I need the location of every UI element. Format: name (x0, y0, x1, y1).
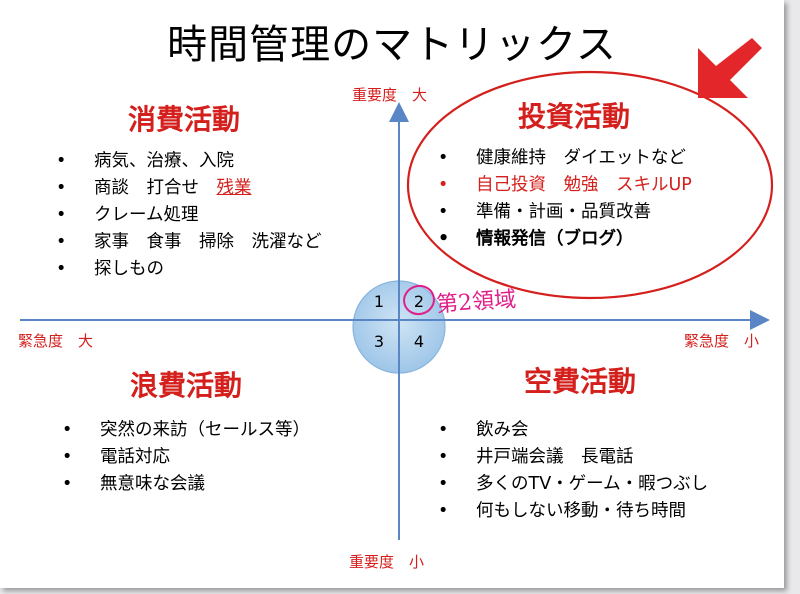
page-title: 時間管理のマトリックス (167, 22, 617, 68)
consumption-list: 病気、治療、入院 商談 打合せ 残業 クレーム処理 家事 食事 掃除 洗濯など … (56, 148, 322, 283)
importance-high-label: 重要度 大 (352, 86, 428, 104)
list-item: 準備・計画・品質改善 (438, 199, 692, 226)
list-item: 自己投資 勉強 スキルUP (438, 172, 692, 199)
quadrant-number-4: 4 (413, 332, 425, 351)
quadrant-number-1: 1 (373, 292, 385, 311)
quadrant-number-2: 2 (413, 292, 425, 311)
empty-title: 空費活動 (524, 365, 637, 398)
importance-low-label: 重要度 小 (349, 553, 425, 571)
waste-list: 突然の来訪（セールス等） 電話対応 無意味な会議 (62, 417, 310, 498)
diagram-graphics (20, 38, 774, 540)
quadrant-number-3: 3 (373, 332, 385, 351)
list-item: 探しもの (56, 256, 322, 283)
investment-highlight-ellipse (406, 70, 774, 300)
handdrawn-circle (403, 284, 435, 316)
consumption-title: 消費活動 (128, 103, 241, 136)
list-item: 家事 食事 掃除 洗濯など (56, 229, 322, 256)
list-item: 多くのTV・ゲーム・暇つぶし (438, 471, 708, 498)
handwritten-annotation: 第2領域 (435, 287, 517, 318)
list-item: 情報発信（ブログ） (438, 226, 692, 253)
list-item: クレーム処理 (56, 202, 322, 229)
waste-title: 浪費活動 (130, 369, 243, 402)
list-item: 電話対応 (62, 444, 310, 471)
urgency-low-label: 緊急度 小 (684, 332, 760, 350)
slide: 時間管理のマトリックス 重要度 大 重要度 小 緊急度 大 緊急度 小 消費活動… (0, 0, 784, 588)
list-item: 何もしない移動・待ち時間 (438, 498, 708, 525)
list-item: 商談 打合せ 残業 (56, 175, 322, 202)
list-item: 飲み会 (438, 417, 708, 444)
list-item: 井戸端会議 長電話 (438, 444, 708, 471)
list-item: 病気、治療、入院 (56, 148, 322, 175)
list-item: 突然の来訪（セールス等） (62, 417, 310, 444)
list-item: 無意味な会議 (62, 471, 310, 498)
urgency-high-label: 緊急度 大 (18, 332, 94, 350)
overtime-highlight: 残業 (216, 178, 252, 198)
investment-title: 投資活動 (518, 100, 631, 133)
investment-list: 健康維持 ダイエットなど 自己投資 勉強 スキルUP 準備・計画・品質改善 情報… (438, 145, 692, 253)
list-item: 健康維持 ダイエットなど (438, 145, 692, 172)
empty-list: 飲み会 井戸端会議 長電話 多くのTV・ゲーム・暇つぶし 何もしない移動・待ち時… (438, 417, 708, 525)
red-arrow-icon (698, 38, 762, 98)
